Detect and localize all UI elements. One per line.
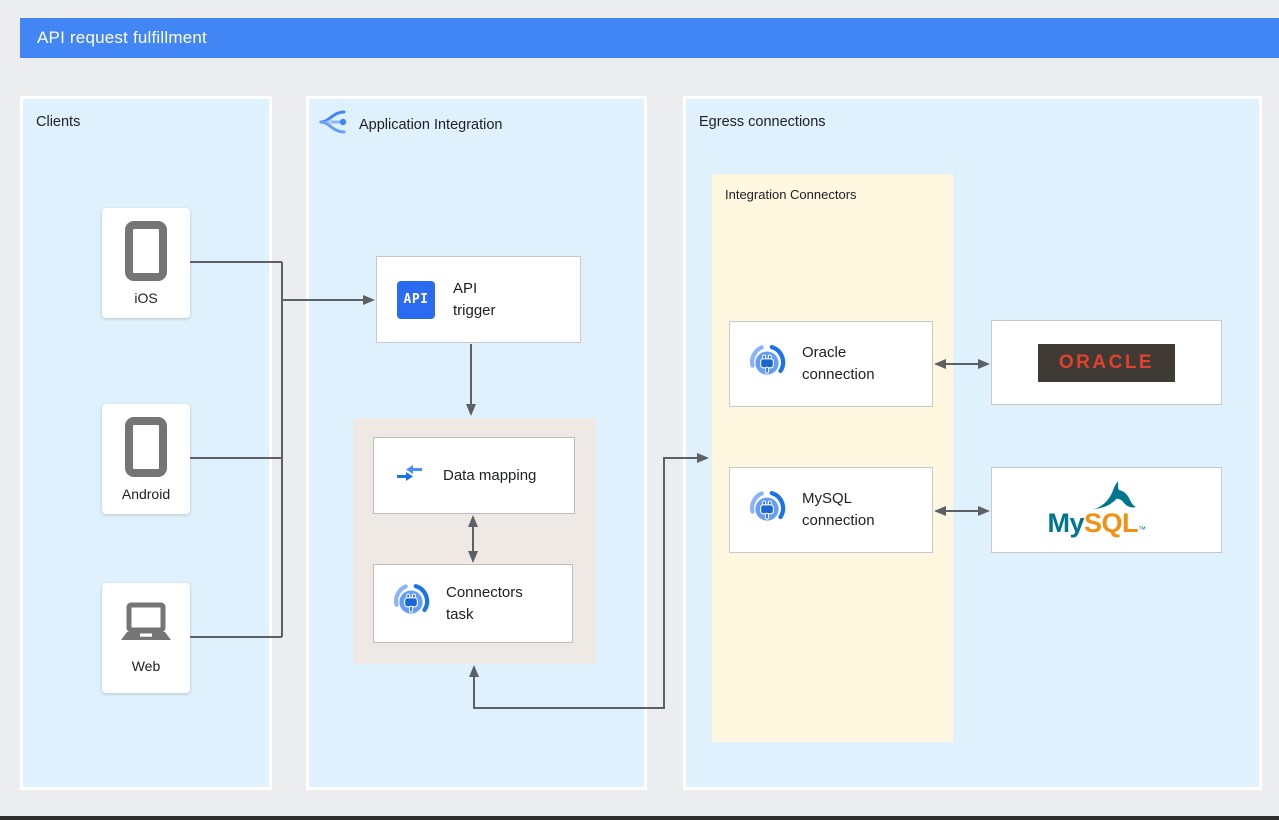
mysql-wordmark: MySQL™ (1047, 508, 1147, 538)
connectors-icon (748, 343, 786, 386)
integration-connectors-title: Integration Connectors (725, 187, 857, 202)
egress-panel-title: Egress connections (699, 114, 826, 130)
application-integration-header: Application Integration (318, 107, 503, 142)
screenshot-bottom-edge (0, 816, 1279, 820)
connectors-icon (392, 582, 430, 625)
client-card-web: Web (102, 583, 190, 693)
clients-panel-title: Clients (36, 114, 81, 130)
mysql-dolphin-icon (1092, 479, 1138, 520)
connectors-task-node: Connectors task (373, 564, 573, 643)
oracle-database-card: ORACLE (991, 320, 1222, 405)
client-label: Android (121, 485, 171, 502)
data-mapping-label: Data mapping (443, 466, 537, 484)
laptop-icon (117, 602, 175, 649)
application-integration-icon (318, 107, 348, 142)
diagram-title-bar: API request fulfillment (20, 18, 1279, 58)
smartphone-icon (125, 220, 167, 281)
client-card-ios: iOS (102, 208, 190, 318)
integration-connectors-group: Integration Connectors (712, 174, 953, 742)
oracle-connection-node: Oracle connection (729, 321, 933, 407)
application-integration-title: Application Integration (359, 116, 503, 133)
connectors-icon (748, 489, 786, 532)
api-trigger-node: API API trigger (376, 256, 581, 343)
mysql-connection-label: MySQL connection (802, 490, 875, 529)
client-label: Web (131, 658, 161, 674)
oracle-logo: ORACLE (1038, 343, 1175, 382)
smartphone-icon (125, 416, 167, 477)
connectors-task-label: Connectors task (446, 583, 523, 623)
mysql-connection-node: MySQL connection (729, 467, 933, 553)
api-trigger-label: API trigger (453, 279, 496, 319)
mysql-database-card: MySQL™ (991, 467, 1222, 553)
diagram-title: API request fulfillment (37, 28, 207, 47)
data-mapping-node: Data mapping (373, 437, 575, 514)
oracle-connection-label: Oracle connection (802, 344, 875, 383)
client-card-android: Android (102, 404, 190, 514)
data-mapping-icon (396, 464, 423, 487)
api-icon: API (397, 280, 435, 319)
client-label: iOS (134, 289, 158, 306)
mysql-logo: MySQL™ (1044, 479, 1170, 541)
